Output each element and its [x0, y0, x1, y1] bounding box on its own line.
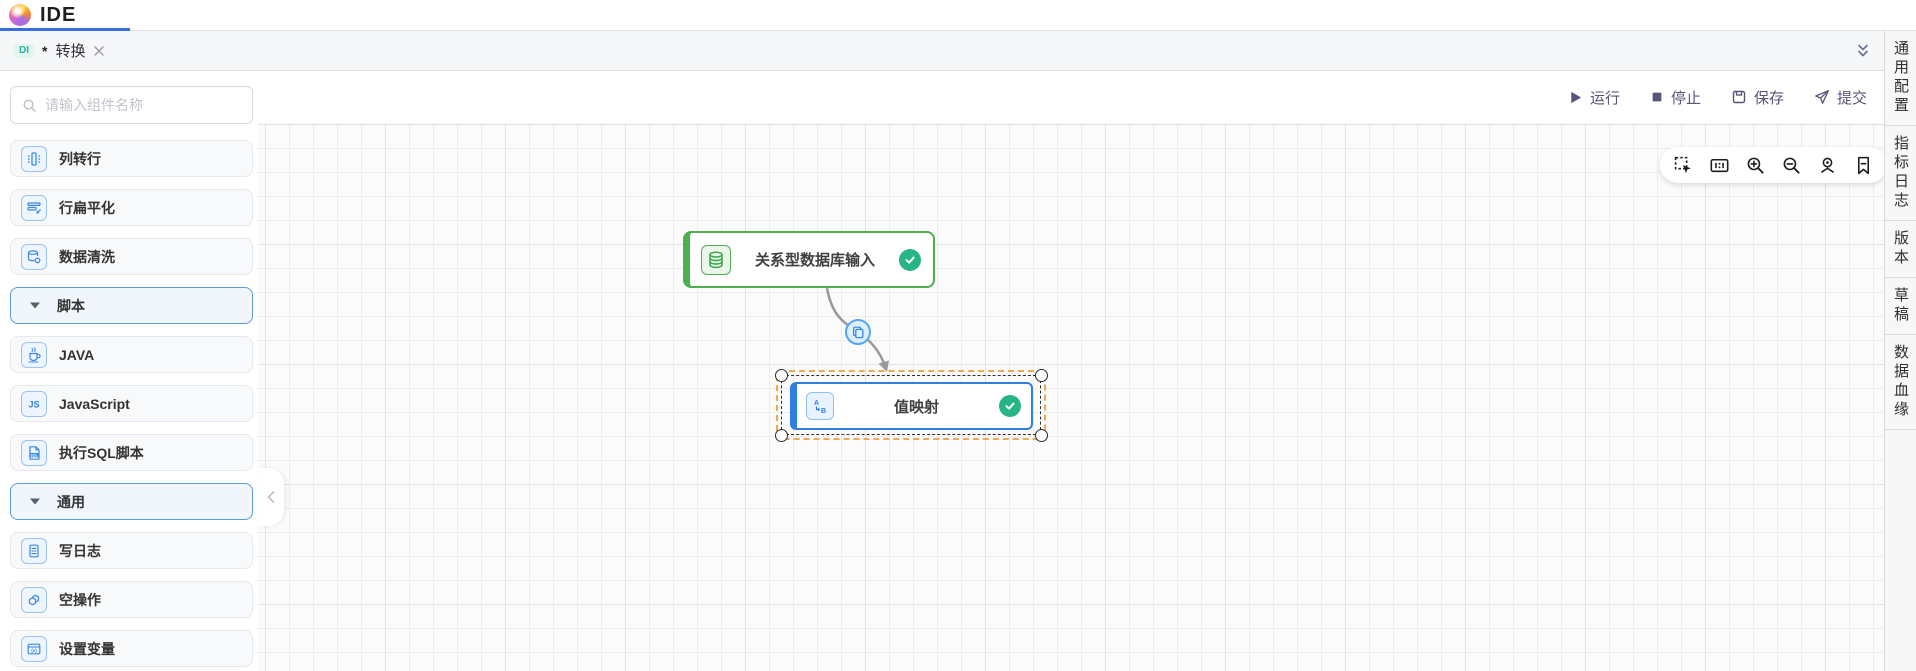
copy-icon[interactable]: [845, 319, 871, 345]
submit-label: 提交: [1836, 89, 1867, 107]
search-input[interactable]: [45, 97, 241, 113]
tab-bar: DI * 转换: [0, 31, 1884, 71]
right-tab-draft[interactable]: 草稿: [1885, 278, 1916, 335]
right-tab-version[interactable]: 版本: [1885, 221, 1916, 278]
save-button[interactable]: 保存: [1731, 87, 1784, 108]
component-label: 执行SQL脚本: [59, 444, 144, 461]
active-nav-underline: [0, 28, 130, 31]
save-icon: [1732, 90, 1746, 104]
stop-icon: [1652, 92, 1662, 102]
component-item-column-to-row[interactable]: 列转行: [10, 140, 253, 177]
component-label: 行扁平化: [59, 199, 115, 216]
database-icon: [701, 244, 731, 275]
section-label: 通用: [57, 493, 85, 510]
success-status-icon: [999, 395, 1021, 417]
selection-handle-top-right[interactable]: [1034, 368, 1048, 382]
app-title: IDE: [40, 3, 77, 26]
app-logo-icon: [9, 4, 31, 26]
right-tab-metrics-log[interactable]: 指标日志: [1885, 126, 1916, 221]
right-tab-data-lineage[interactable]: 数据血缘: [1885, 335, 1916, 430]
caret-down-icon: [30, 302, 40, 309]
play-icon: [1571, 91, 1582, 103]
component-label: 空操作: [59, 591, 101, 608]
node-relational-db-input[interactable]: 关系型数据库输入: [683, 231, 935, 288]
data-clean-icon: [21, 243, 47, 270]
component-label: 写日志: [59, 542, 101, 559]
noop-icon: [21, 586, 47, 613]
selection-handle-bottom-left[interactable]: [774, 428, 788, 442]
column-to-row-icon: [21, 145, 47, 172]
svg-text:A: A: [814, 400, 819, 407]
stop-label: 停止: [1670, 89, 1701, 107]
component-sidebar: 列转行 行扁平化 数据清洗 脚本: [0, 71, 258, 671]
sql-script-icon: SQL: [21, 439, 47, 466]
locate-icon[interactable]: [1817, 155, 1838, 176]
caret-down-icon: [30, 498, 40, 505]
component-item-noop[interactable]: 空操作: [10, 581, 253, 618]
tab-transform[interactable]: DI * 转换: [14, 40, 105, 61]
marquee-select-icon[interactable]: [1673, 155, 1694, 176]
selection-handle-bottom-right[interactable]: [1034, 428, 1048, 442]
save-label: 保存: [1753, 89, 1784, 107]
component-label: 数据清洗: [59, 248, 115, 265]
node-label: 值映射: [893, 398, 939, 416]
close-tab-icon[interactable]: [93, 45, 105, 57]
svg-text:(x): (x): [31, 648, 37, 653]
app-header: IDE: [0, 0, 1916, 31]
component-label: 设置变量: [59, 640, 115, 657]
search-icon: [23, 99, 36, 112]
selection-handle-top-left[interactable]: [774, 368, 788, 382]
submit-button[interactable]: 提交: [1814, 87, 1867, 108]
section-header-general[interactable]: 通用: [10, 483, 253, 520]
component-label: JavaScript: [59, 395, 130, 412]
svg-text:JS: JS: [28, 399, 39, 409]
selection-outline-outer: [776, 370, 1046, 440]
sidebar-collapse-handle[interactable]: [258, 468, 284, 526]
double-chevron-down-icon[interactable]: [1854, 42, 1872, 60]
stop-button[interactable]: 停止: [1650, 87, 1701, 108]
bookmark-icon[interactable]: [1853, 155, 1874, 176]
component-item-javascript[interactable]: JS JavaScript: [10, 385, 253, 422]
canvas-action-bar: 运行 停止 保存 提交: [258, 71, 1884, 123]
component-item-data-clean[interactable]: 数据清洗: [10, 238, 253, 275]
component-search[interactable]: [10, 86, 253, 124]
submit-icon: [1815, 90, 1829, 104]
row-flatten-icon: [21, 194, 47, 221]
component-item-write-log[interactable]: 写日志: [10, 532, 253, 569]
node-label: 关系型数据库输入: [754, 252, 875, 269]
zoom-in-icon[interactable]: [1745, 155, 1766, 176]
section-header-script[interactable]: 脚本: [10, 287, 253, 324]
set-variable-icon: (x): [21, 635, 47, 662]
chevron-left-icon: [267, 491, 275, 503]
write-log-icon: [21, 537, 47, 564]
flow-canvas[interactable]: 运行 停止 保存 提交: [258, 71, 1887, 671]
success-status-icon: [899, 248, 921, 271]
svg-text:SQL: SQL: [30, 453, 38, 457]
java-icon: [21, 341, 47, 368]
component-item-set-variable[interactable]: (x) 设置变量: [10, 630, 253, 667]
run-button[interactable]: 运行: [1568, 87, 1620, 108]
component-item-sql-script[interactable]: SQL 执行SQL脚本: [10, 434, 253, 471]
component-list: 列转行 行扁平化 数据清洗 脚本: [10, 140, 253, 667]
right-tab-general-config[interactable]: 通用配置: [1885, 31, 1916, 126]
unsaved-marker: *: [42, 42, 48, 59]
zoom-out-icon[interactable]: [1781, 155, 1802, 176]
minimap-icon[interactable]: [1709, 155, 1730, 176]
javascript-icon: JS: [21, 390, 47, 417]
edge-layer: [825, 287, 889, 372]
canvas-toolbar: [1660, 147, 1887, 183]
component-label: JAVA: [59, 346, 95, 363]
selection-outline-inner: [781, 375, 1041, 435]
di-badge: DI: [14, 43, 34, 58]
section-label: 脚本: [57, 297, 85, 314]
component-item-java[interactable]: JAVA: [10, 336, 253, 373]
component-item-row-flatten[interactable]: 行扁平化: [10, 189, 253, 226]
tab-label: 转换: [55, 43, 86, 60]
svg-text:B: B: [821, 408, 826, 415]
right-panel: 通用配置 指标日志 版本 草稿 数据血缘: [1884, 31, 1916, 671]
component-label: 列转行: [59, 150, 101, 167]
run-label: 运行: [1589, 89, 1620, 107]
